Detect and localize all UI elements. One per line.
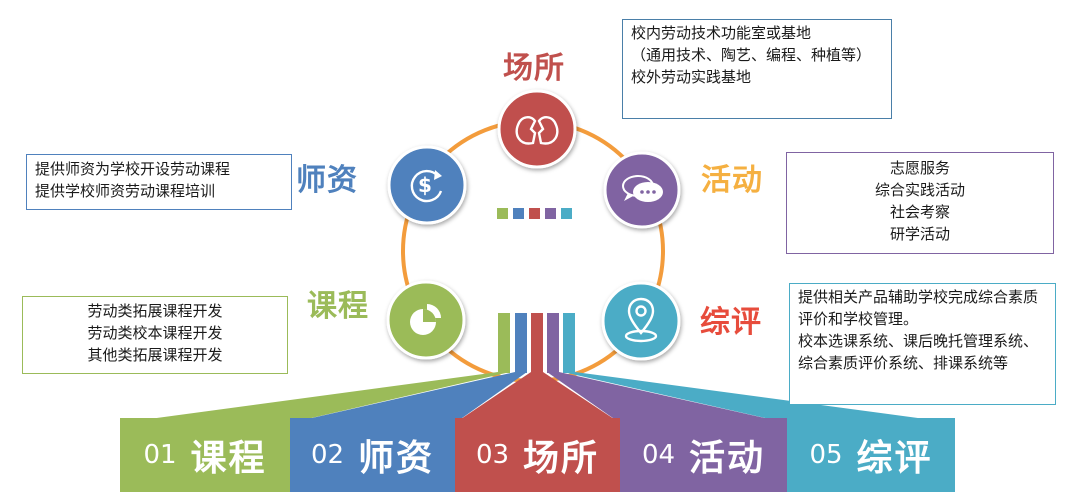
tab-activity[interactable]: 04 活动 (620, 418, 787, 492)
stripe-evaluation (563, 313, 575, 373)
tab-activity-label: 活动 (689, 438, 766, 479)
tab-course[interactable]: 01 课程 (120, 418, 290, 492)
node-course (386, 280, 466, 360)
label-activity: 活动 (701, 163, 763, 198)
tab-course-number: 01 (143, 440, 177, 470)
tab-activity-number: 04 (641, 440, 676, 470)
tab-evaluation-number: 05 (809, 440, 843, 470)
box-evaluation-line-2: 校本选课系统、课后晚托管理系统、综合素质评价系统、排课系统等 (798, 332, 1039, 372)
box-evaluation: 提供相关产品辅助学校完成综合素质评价和学校管理。 校本选课系统、课后晚托管理系统… (789, 283, 1056, 405)
tab-teacher-number: 02 (310, 440, 345, 470)
pie-chart-icon (410, 304, 441, 335)
box-venue-line-2: （通用技术、陶艺、编程、种植等） (631, 46, 872, 64)
box-course-line-2: 劳动类校本课程开发 (87, 324, 223, 342)
stripe-teacher (515, 313, 527, 373)
stripe-activity (547, 313, 559, 373)
label-evaluation: 综评 (700, 305, 762, 340)
tab-teacher-label: 师资 (358, 438, 435, 479)
ribbon-course (120, 372, 510, 423)
node-evaluation (601, 281, 681, 361)
label-teacher: 师资 (296, 163, 358, 198)
box-activity-line-2: 综合实践活动 (874, 181, 965, 199)
center-square-course (497, 208, 508, 219)
ribbon-activity (547, 372, 787, 423)
stripe-venue (531, 313, 543, 373)
tab-teacher[interactable]: 02 师资 (290, 418, 455, 492)
label-venue: 场所 (503, 51, 565, 86)
box-course-line-1: 劳动类拓展课程开发 (87, 302, 223, 320)
stripe-course (498, 313, 510, 373)
dollar-cycle-icon: $ (410, 169, 443, 203)
box-venue: 校内劳动技术功能室或基地 （通用技术、陶艺、编程、种植等） 校外劳动实践基地 (622, 19, 892, 119)
box-evaluation-line-1: 提供相关产品辅助学校完成综合素质评价和学校管理。 (798, 288, 1039, 328)
box-course-line-3: 其他类拓展课程开发 (87, 346, 223, 364)
chat-bubble-icon (622, 175, 663, 202)
node-venue (497, 89, 577, 169)
center-square-teacher (513, 208, 524, 219)
tab-venue-label: 场所 (523, 438, 600, 479)
tab-evaluation-label: 综评 (856, 438, 933, 479)
box-venue-line-3: 校外劳动实践基地 (631, 68, 752, 86)
box-teacher-line-2: 提供学校师资劳动课程培训 (35, 182, 216, 200)
center-square-venue (529, 208, 540, 219)
two-heads-icon (515, 116, 559, 145)
ribbon-evaluation (563, 372, 955, 423)
box-venue-line-1: 校内劳动技术功能室或基地 (631, 24, 812, 42)
label-course: 课程 (307, 289, 369, 324)
svg-text:$: $ (418, 173, 432, 197)
node-teacher: $ (387, 145, 467, 225)
box-teacher-line-1: 提供师资为学校开设劳动课程 (35, 160, 231, 178)
tab-venue-number: 03 (475, 440, 510, 470)
center-square-activity (545, 208, 556, 219)
location-pin-icon (624, 297, 658, 343)
box-course: 劳动类拓展课程开发 劳动类校本课程开发 其他类拓展课程开发 (22, 296, 288, 374)
box-activity: 志愿服务 综合实践活动 社会考察 研学活动 (786, 152, 1054, 254)
center-square-evaluation (561, 208, 572, 219)
ribbon-venue (455, 372, 620, 423)
node-activity (603, 151, 681, 229)
tab-evaluation[interactable]: 05 综评 (787, 418, 955, 492)
box-teacher: 提供师资为学校开设劳动课程 提供学校师资劳动课程培训 (26, 154, 292, 210)
ribbon-teacher (290, 372, 527, 423)
box-activity-line-4: 研学活动 (889, 225, 950, 243)
tab-course-label: 课程 (190, 438, 267, 479)
box-activity-line-1: 志愿服务 (889, 159, 950, 177)
tab-venue[interactable]: 03 场所 (455, 418, 620, 492)
box-activity-line-3: 社会考察 (889, 203, 950, 221)
